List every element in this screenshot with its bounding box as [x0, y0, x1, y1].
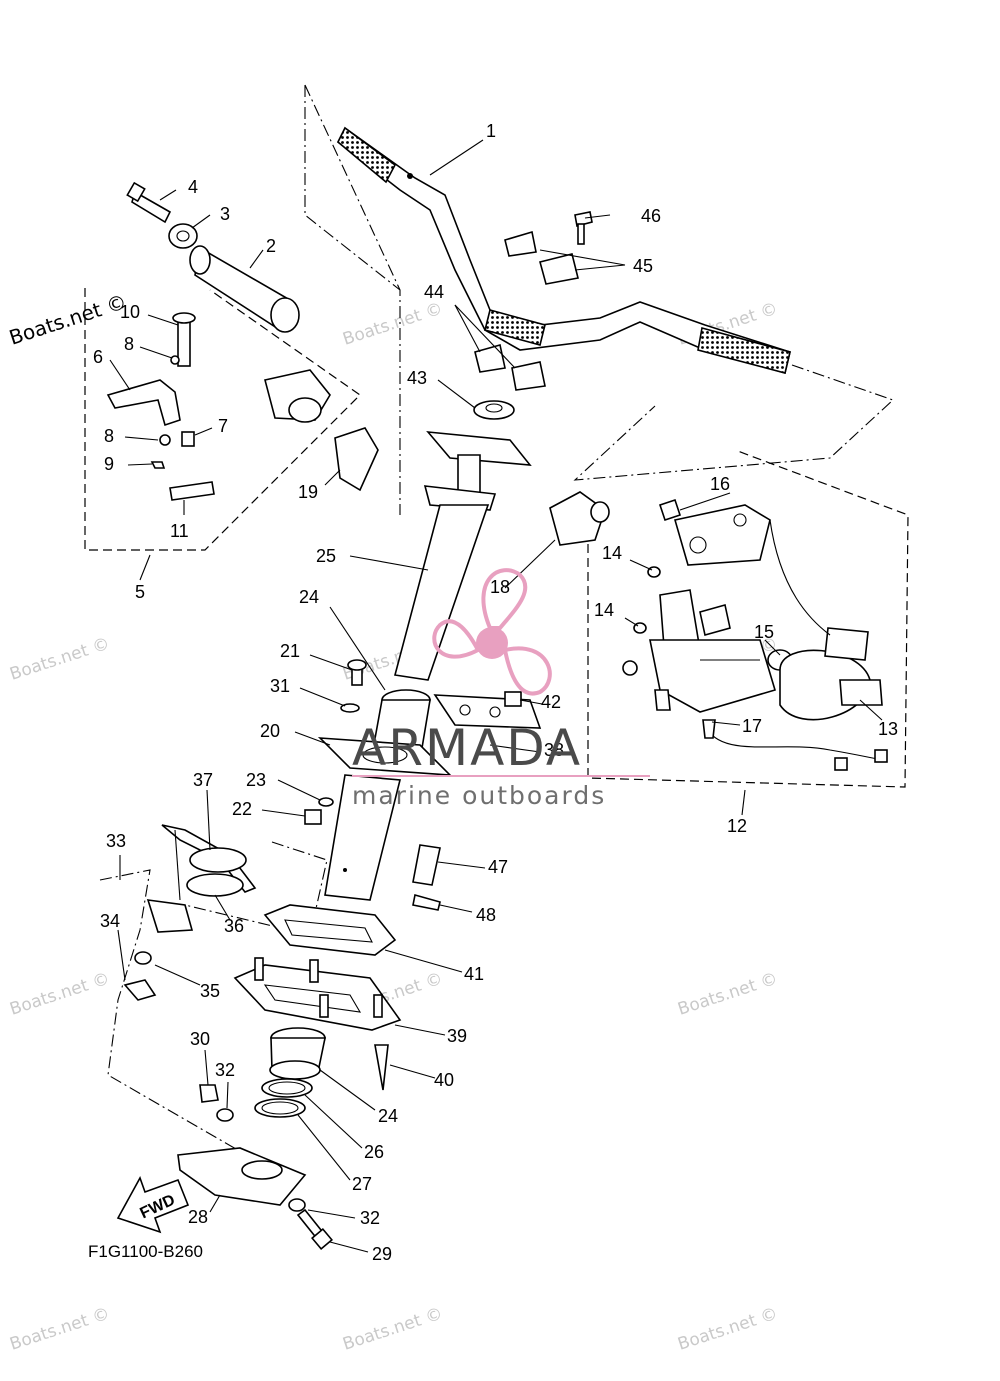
callout-label: 21	[280, 641, 300, 661]
watermark: Boats.net ©	[675, 969, 780, 1020]
callout-label: 5	[135, 582, 145, 602]
callout-label: 41	[464, 964, 484, 984]
callout-label: 34	[100, 911, 120, 931]
callout-label: 7	[218, 416, 228, 436]
handlebar-right-boundary	[573, 364, 895, 481]
steering-column	[317, 431, 542, 901]
left-grip-assembly	[106, 181, 379, 501]
callout-label: 14	[594, 600, 614, 620]
group-outlines	[84, 84, 909, 1161]
callout-label: 31	[270, 676, 290, 696]
callout-label: 8	[104, 426, 114, 446]
callout-label: 13	[878, 719, 898, 739]
callout-label: 11	[170, 521, 189, 541]
brand-name: ARMADA	[352, 719, 582, 777]
callout-label: 37	[193, 770, 213, 790]
callout-label: 2	[266, 236, 276, 256]
callout-label: 40	[434, 1070, 454, 1090]
callout-label: 19	[298, 482, 318, 502]
callout-label: 8	[124, 334, 134, 354]
watermarks: Boats.net © Boats.net © Boats.net © Boat…	[6, 289, 780, 1355]
callout-label: 29	[372, 1244, 392, 1264]
callout-label: 43	[407, 368, 427, 388]
callout-label: 14	[602, 543, 622, 563]
leader-lines	[109, 139, 883, 1253]
callout-label: 32	[360, 1208, 380, 1228]
lower-bracket	[177, 1084, 333, 1250]
collar-boundary	[184, 841, 328, 936]
mount-plates	[233, 904, 402, 1118]
callout-label: 17	[742, 716, 762, 736]
callout-label: 18	[490, 577, 510, 597]
callout-label: 30	[190, 1029, 210, 1049]
callout-label: 46	[641, 206, 661, 226]
callout-label: 45	[633, 256, 653, 276]
propeller-icon	[432, 568, 552, 696]
callout-label: 26	[364, 1142, 384, 1162]
bracket-boundary	[99, 869, 256, 1161]
watermark: Boats.net ©	[7, 969, 112, 1020]
callout-label: 6	[93, 347, 103, 367]
callout-label: 39	[447, 1026, 467, 1046]
callout-label: 23	[246, 770, 266, 790]
callout-label: 16	[710, 474, 730, 494]
right-switch-assembly	[549, 491, 888, 771]
group-12-outline	[587, 449, 909, 788]
callout-label: 44	[424, 282, 444, 302]
watermark: Boats.net ©	[340, 299, 445, 350]
callout-label: 33	[106, 831, 126, 851]
callout-label: 3	[220, 204, 230, 224]
callout-label: 25	[316, 546, 336, 566]
callout-label: 1	[486, 121, 496, 141]
callout-label: 24	[378, 1106, 398, 1126]
brand-tagline: marine outboards	[352, 781, 606, 810]
callout-label: 35	[200, 981, 220, 1001]
callout-label: 20	[260, 721, 280, 741]
column-fasteners	[304, 659, 522, 911]
callout-label: 24	[299, 587, 319, 607]
callout-label: 10	[120, 302, 140, 322]
watermark: Boats.net ©	[7, 634, 112, 685]
callout-label: 27	[352, 1174, 372, 1194]
watermark: Boats.net ©	[6, 289, 129, 350]
watermark: Boats.net ©	[675, 1304, 780, 1355]
callout-label: 47	[488, 857, 508, 877]
callout-label: 42	[541, 692, 561, 712]
drawing-code: F1G1100-B260	[88, 1242, 203, 1261]
handlebar-holders	[473, 211, 593, 420]
callout-label: 38	[544, 740, 564, 760]
callout-label: 22	[232, 799, 252, 819]
handlebar	[336, 126, 791, 375]
callouts: 1 2 3 4 5 6 7 8 8 9 10 11 12 13 14 14 15…	[93, 121, 898, 1264]
callout-label: 15	[754, 622, 774, 642]
watermark: Boats.net ©	[7, 1304, 112, 1355]
callout-label: 28	[188, 1207, 208, 1227]
watermark: Boats.net ©	[340, 1304, 445, 1355]
fwd-arrow: FWD	[116, 1176, 190, 1234]
callout-label: 32	[215, 1060, 235, 1080]
callout-label: 48	[476, 905, 496, 925]
brand-logo: ARMADA marine outboards	[352, 568, 650, 810]
callout-label: 9	[104, 454, 114, 474]
callout-label: 12	[727, 816, 747, 836]
callout-label: 4	[188, 177, 198, 197]
switch-assembly	[123, 824, 257, 1001]
callout-label: 36	[224, 916, 244, 936]
group-5-outline	[84, 288, 361, 551]
